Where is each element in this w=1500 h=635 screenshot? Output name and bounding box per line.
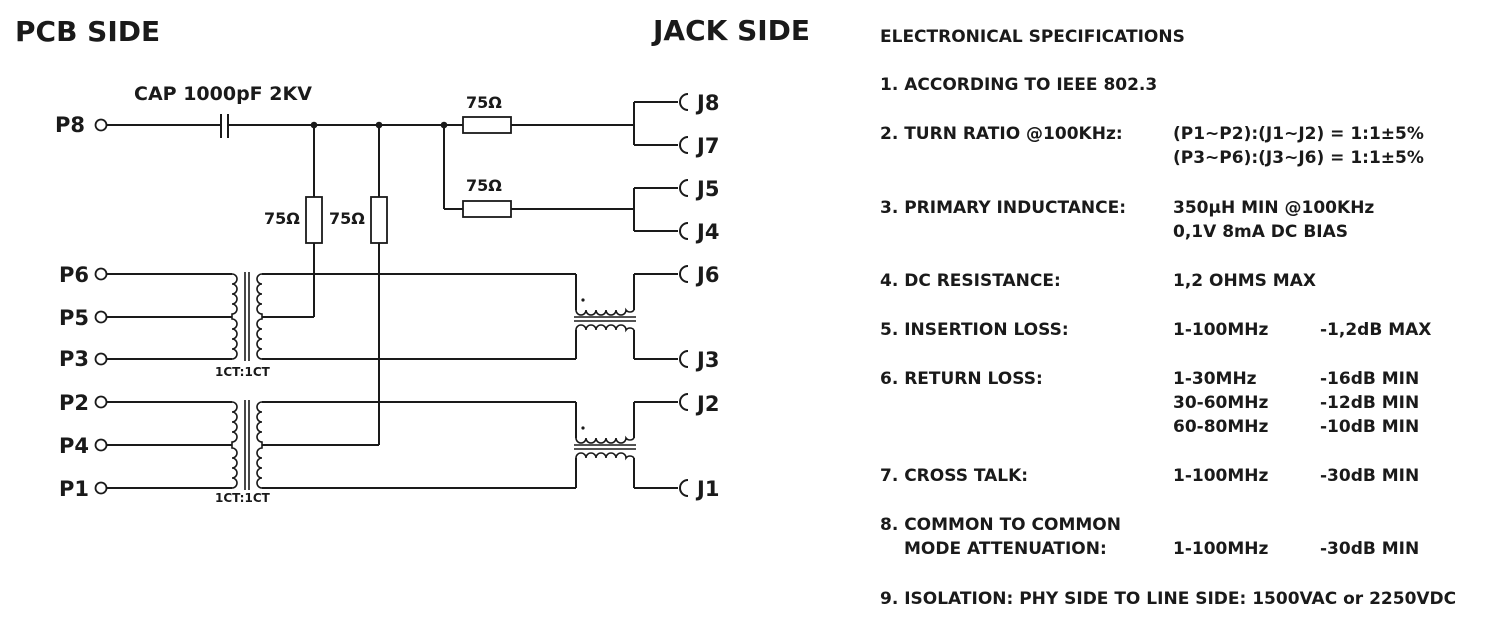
spec-value: -1,2dB MAX (1320, 320, 1432, 340)
pcb-side-title: PCB SIDE (15, 15, 160, 48)
spec-label: 3. PRIMARY INDUCTANCE: (880, 198, 1127, 218)
spec-frequency: 1-100MHz (1173, 320, 1269, 340)
terminal-p1 (94, 481, 108, 495)
pin-label-p2: P2 (59, 391, 89, 415)
pin-label-j4: J4 (695, 220, 719, 244)
spec-frequency: 1-100MHz (1173, 466, 1269, 486)
resistor-label-second: 75Ω (466, 176, 502, 195)
resistor-vertical-left (305, 196, 323, 244)
specs-title: ELECTRONICAL SPECIFICATIONS (880, 27, 1185, 47)
transformer-ratio-upper: 1CT:1CT (215, 365, 271, 379)
resistor-label-top: 75Ω (466, 93, 502, 112)
spec-frequency: 30-60MHz (1173, 393, 1269, 413)
terminal-j6 (679, 265, 689, 283)
pin-label-p4: P4 (59, 434, 89, 458)
spec-value: 350µH MIN @100KHz (1173, 198, 1375, 218)
pin-label-p3: P3 (59, 347, 89, 371)
pin-label-p5: P5 (59, 306, 89, 330)
terminal-p4 (94, 438, 108, 452)
terminal-j3 (679, 350, 689, 368)
spec-value: 1,2 OHMS MAX (1173, 271, 1316, 291)
spec-label: 4. DC RESISTANCE: (880, 271, 1061, 291)
resistor-top (462, 116, 512, 134)
terminal-p8 (94, 118, 108, 132)
terminal-p3 (94, 352, 108, 366)
spec-label: 2. TURN RATIO @100KHz: (880, 124, 1123, 144)
terminal-j1 (679, 479, 689, 497)
terminal-j8 (679, 93, 689, 111)
resistor-label-right-vertical: 75Ω (329, 209, 365, 228)
pin-label-j8: J8 (695, 91, 719, 115)
spec-label: 1. ACCORDING TO IEEE 802.3 (880, 75, 1158, 95)
spec-label: 6. RETURN LOSS: (880, 369, 1043, 389)
terminal-j2 (679, 393, 689, 411)
resistor-second (462, 200, 512, 218)
terminal-j4 (679, 222, 689, 240)
terminal-p6 (94, 267, 108, 281)
spec-frequency: 60-80MHz (1173, 417, 1269, 437)
p8-line (107, 114, 634, 138)
jack-fork-j5-j4 (633, 187, 678, 232)
pin-label-p1: P1 (59, 477, 89, 501)
terminal-p5 (94, 310, 108, 324)
spec-label: 9. ISOLATION: PHY SIDE TO LINE SIDE: 150… (880, 589, 1457, 609)
pin-label-p6: P6 (59, 263, 89, 287)
pin-label-p8: P8 (55, 113, 85, 137)
spec-label: 8. COMMON TO COMMON (880, 515, 1121, 535)
spec-value: -10dB MIN (1320, 417, 1420, 437)
spec-frequency: 1-30MHz (1173, 369, 1257, 389)
spec-value: -16dB MIN (1320, 369, 1420, 389)
spec-value: -12dB MIN (1320, 393, 1420, 413)
spec-value: (P1~P2):(J1~J2) = 1:1±5% (1173, 124, 1424, 144)
terminal-j5 (679, 179, 689, 197)
resistor-label-left-vertical: 75Ω (264, 209, 300, 228)
schematic-diagram: PCB SIDE JACK SIDE CAP 1000pF 2KV 75Ω 75… (15, 14, 810, 505)
terminal-j7 (679, 136, 689, 154)
spec-value: -30dB MIN (1320, 466, 1420, 486)
jack-side-title: JACK SIDE (651, 14, 810, 47)
common-mode-choke-upper (574, 298, 636, 333)
pin-label-j3: J3 (695, 348, 719, 372)
common-mode-choke-lower (574, 426, 636, 461)
electronical-specifications: ELECTRONICAL SPECIFICATIONS 1. ACCORDING… (880, 24, 1490, 624)
spec-frequency: 1-100MHz (1173, 539, 1269, 559)
spec-value: 0,1V 8mA DC BIAS (1173, 222, 1348, 242)
spec-label: MODE ATTENUATION: (904, 539, 1107, 559)
lower-pair-wires (107, 401, 678, 489)
pin-label-j5: J5 (695, 177, 719, 201)
resistor-vertical-right (370, 196, 388, 244)
upper-pair-wires (107, 273, 678, 360)
capacitor-label: CAP 1000pF 2KV (134, 83, 312, 105)
terminal-p2 (94, 395, 108, 409)
spec-label: 5. INSERTION LOSS: (880, 320, 1069, 340)
pcb-transformer-lower (231, 400, 263, 490)
jack-fork-j8-j7 (633, 101, 678, 146)
pin-label-j1: J1 (695, 477, 719, 501)
pin-label-j6: J6 (695, 263, 719, 287)
transformer-ratio-lower: 1CT:1CT (215, 491, 271, 505)
spec-value: -30dB MIN (1320, 539, 1420, 559)
pin-label-j7: J7 (695, 134, 719, 158)
spec-value: (P3~P6):(J3~J6) = 1:1±5% (1173, 148, 1424, 168)
spec-label: 7. CROSS TALK: (880, 466, 1029, 486)
pin-label-j2: J2 (695, 392, 719, 416)
pcb-transformer-upper (231, 272, 263, 361)
